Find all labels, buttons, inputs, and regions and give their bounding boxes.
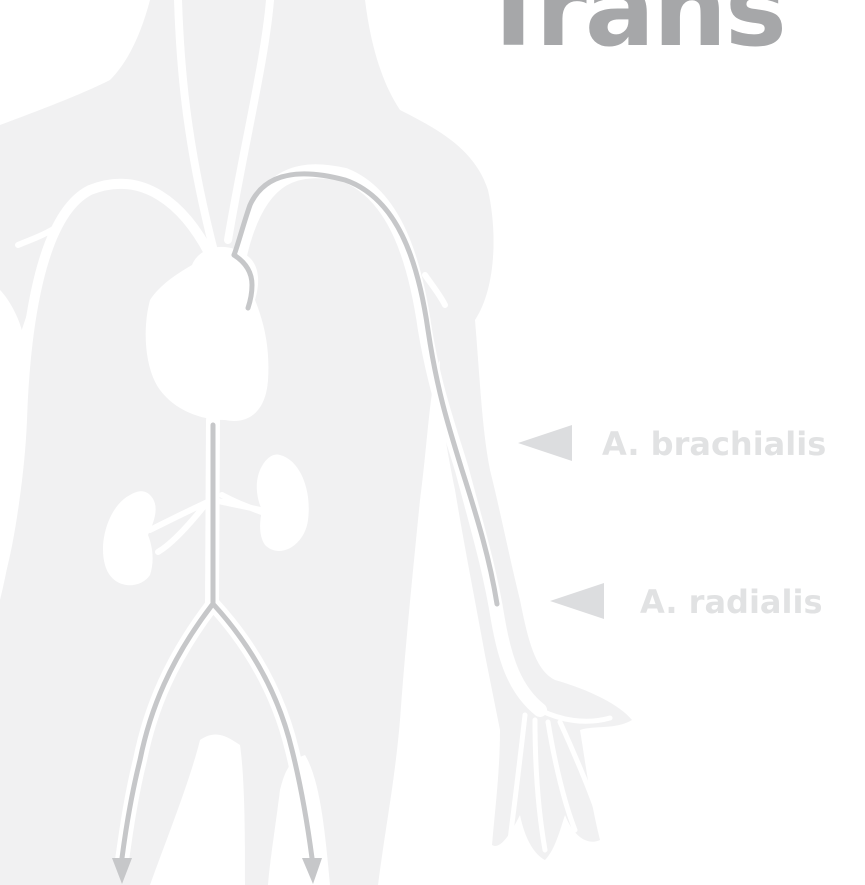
label-a-radialis: A. radialis [640,583,822,621]
radialis-pointer-icon [550,583,604,619]
brachialis-pointer-icon [518,425,572,461]
left-femoral-arrowhead [302,858,322,884]
figure-title: Trans [478,0,785,70]
label-a-brachialis: A. brachialis [602,425,826,463]
